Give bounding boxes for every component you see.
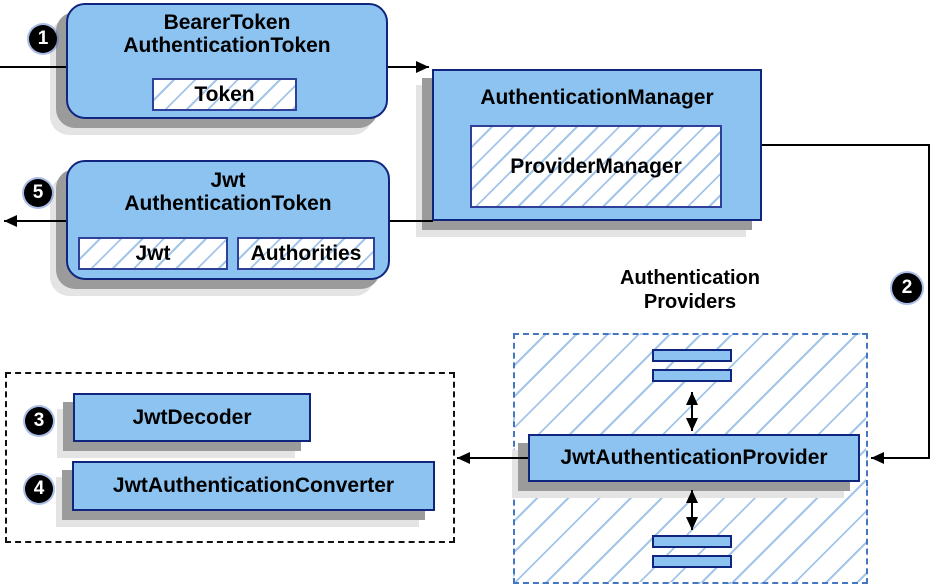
authentication-providers-label-line1: Authentication [620,267,760,289]
provider-stack-bar [652,349,732,362]
jwt-token-title-line2: AuthenticationToken [124,192,332,215]
jwt-decoder-node: JwtDecoder [73,393,311,442]
step-badge-1: 1 [29,25,57,53]
jwt-token-title-line1: Jwt [210,169,246,192]
step-badge-4: 4 [25,475,53,503]
jwt-authentication-provider-node: JwtAuthenticationProvider [528,434,860,482]
provider-stack-bar [652,369,732,382]
jwt-token-title: Jwt AuthenticationToken [68,162,388,215]
jwt-authentication-converter-node: JwtAuthenticationConverter [72,461,435,511]
authentication-providers-label: Authentication Providers [558,266,822,314]
bearer-token-title: BearerToken AuthenticationToken [68,5,386,57]
authorities-field: Authorities [237,237,375,270]
jwt-field: Jwt [78,237,228,270]
provider-manager-field: ProviderManager [470,125,722,208]
authentication-providers-label-line2: Providers [643,291,737,313]
provider-stack-bar [652,555,732,568]
authentication-manager-title: AuthenticationManager [480,86,714,109]
bearer-token-title-line2: AuthenticationToken [123,34,331,57]
step-badge-2: 2 [892,273,922,303]
provider-stack-bar [652,535,732,548]
step-badge-3: 3 [25,407,53,435]
token-field: Token [152,78,297,111]
decoder-converter-group [5,372,455,543]
step-badge-5: 5 [24,179,52,207]
bearer-token-title-line1: BearerToken [163,11,291,34]
